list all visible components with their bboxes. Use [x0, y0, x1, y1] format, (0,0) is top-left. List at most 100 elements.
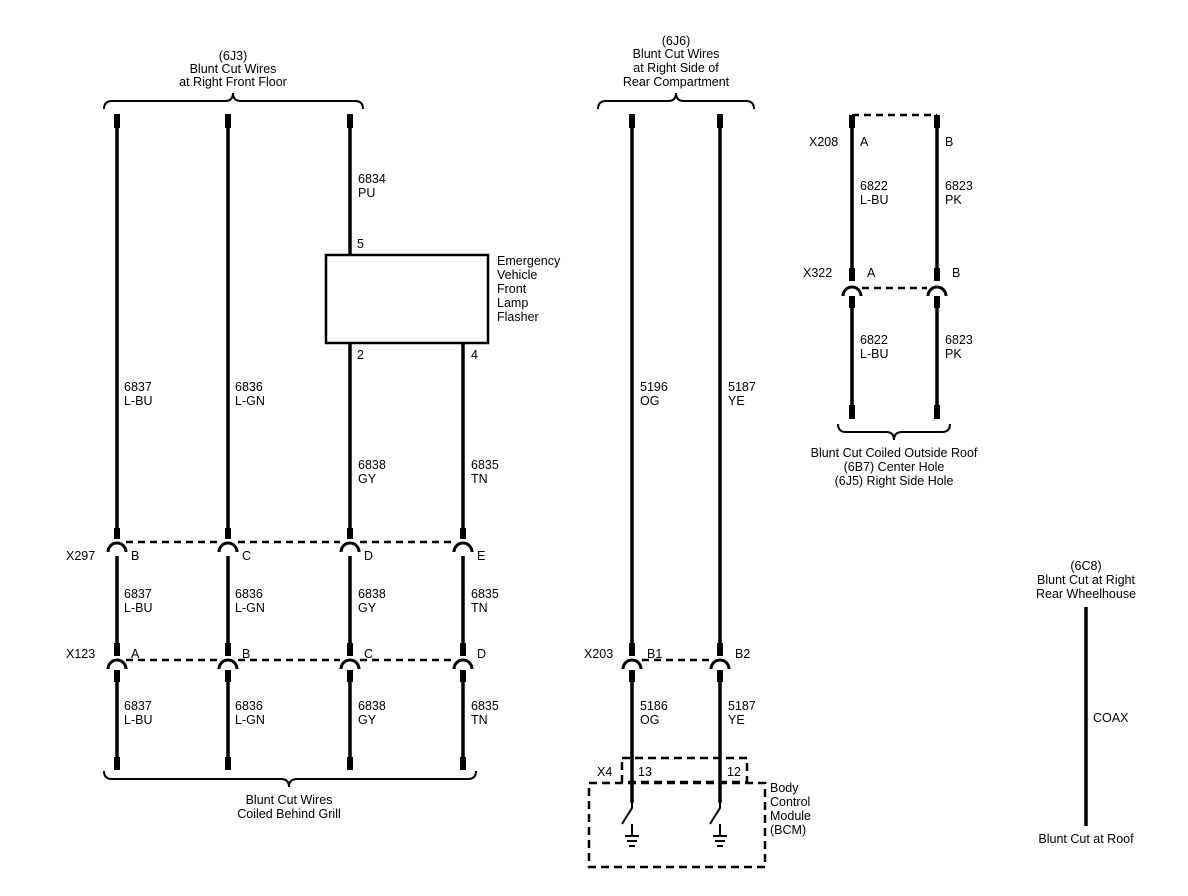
middle-wire-2-color: L-GN [235, 601, 265, 615]
x297-pin-c-arc [217, 541, 239, 553]
x208-pin-a: A [860, 135, 869, 149]
bottom-brace [103, 770, 477, 788]
x208-name: X208 [809, 135, 838, 149]
coax-top-label-line1: (6C8) [1070, 559, 1101, 573]
flasher-pin-5: 5 [357, 237, 364, 251]
connector-x123: X123 A B C D [66, 647, 486, 670]
lower-wire-2-circuit: 6836 [235, 699, 263, 713]
flasher-name-line3: Front [497, 282, 527, 296]
right-bottom-label-line1: Blunt Cut Coiled Outside Roof [811, 446, 978, 460]
middle-section: (6J6) Blunt Cut Wires at Right Side of R… [584, 34, 811, 869]
x123-pin-d-arc [452, 658, 474, 670]
x297-pin-d-arc [339, 541, 361, 553]
x123-pin-b-arc [217, 658, 239, 670]
lower-wire-4-color: TN [471, 713, 488, 727]
flasher-name-line5: Flasher [497, 310, 539, 324]
x322-pin-b-arc [926, 285, 948, 297]
flasher-name-line2: Vehicle [497, 268, 537, 282]
upper-wire-3-circuit: 6838 [358, 458, 386, 472]
x123-pin-b: B [242, 647, 250, 661]
x4-name: X4 [597, 765, 612, 779]
x203-pin-b1: B1 [647, 647, 662, 661]
middle-lower-wire-2-circuit: 5187 [728, 699, 756, 713]
left-top-label-line2: Blunt Cut Wires [190, 62, 277, 76]
middle-upper-wire-1-color: OG [640, 394, 659, 408]
upper-wire-2-color: L-GN [235, 394, 265, 408]
coax-bottom-label: Blunt Cut at Roof [1038, 832, 1134, 846]
bcm-label-line3: Module [770, 809, 811, 823]
coax-wire-label: COAX [1093, 711, 1129, 725]
upper-wire-3-color: GY [358, 472, 377, 486]
upper-wire-4-circuit: 6835 [471, 458, 499, 472]
middle-wire-3-color: GY [358, 601, 377, 615]
upper-wire-4-color: TN [471, 472, 488, 486]
x123-pin-d: D [477, 647, 486, 661]
x123-pin-a: A [131, 647, 140, 661]
right-lower-wire-1-circuit: 6822 [860, 333, 888, 347]
x297-pin-c: C [242, 549, 251, 563]
middle-top-label-line3: at Right Side of [633, 61, 719, 75]
right-upper-wire-1-circuit: 6822 [860, 179, 888, 193]
x208-pin-b: B [945, 135, 953, 149]
x322-name: X322 [803, 266, 832, 280]
connector-x322: X322 A B [803, 266, 960, 297]
upper-wire-1-circuit: 6837 [124, 380, 152, 394]
x203-name: X203 [584, 647, 613, 661]
right-bottom-brace [837, 423, 951, 441]
flasher-pin-2: 2 [357, 348, 364, 362]
right-upper-wire-1-color: L-BU [860, 193, 888, 207]
left-bottom-label-line2: Coiled Behind Grill [237, 807, 341, 821]
upper-wire-1-color: L-BU [124, 394, 152, 408]
lower-wire-3-color: GY [358, 713, 377, 727]
middle-upper-wire-2-circuit: 5187 [728, 380, 756, 394]
bcm-label-line4: (BCM) [770, 823, 806, 837]
x297-pin-e-arc [452, 541, 474, 553]
lower-wire-4-circuit: 6835 [471, 699, 499, 713]
x123-pin-c-arc [339, 658, 361, 670]
x123-pin-a-arc [106, 658, 128, 670]
x322-pin-a: A [867, 266, 876, 280]
middle-lower-wire-1-color: OG [640, 713, 659, 727]
flasher-wire-circuit: 6834 [358, 172, 386, 186]
right-lower-wire-1-color: L-BU [860, 347, 888, 361]
middle-top-brace [597, 92, 755, 110]
middle-wire-1-color: L-BU [124, 601, 152, 615]
right-bottom-label-line3: (6J5) Right Side Hole [835, 474, 954, 488]
middle-wire-4-circuit: 6835 [471, 587, 499, 601]
middle-top-label-line1: (6J6) [662, 34, 690, 48]
coax-top-label-line2: Blunt Cut at Right [1037, 573, 1135, 587]
middle-wire-1-circuit: 6837 [124, 587, 152, 601]
middle-wire-2-circuit: 6836 [235, 587, 263, 601]
bcm-switch-12 [709, 803, 721, 836]
x297-name: X297 [66, 549, 95, 563]
coax-section: (6C8) Blunt Cut at Right Rear Wheelhouse… [1036, 559, 1136, 846]
right-upper-wire-2-color: PK [945, 193, 962, 207]
middle-upper-wire-2-color: YE [728, 394, 745, 408]
right-top-section: X208 A B 6822 L-BU 6823 PK X322 A B 6822… [803, 113, 978, 488]
flasher-wire-color: PU [358, 186, 375, 200]
middle-upper-wire-1-circuit: 5196 [640, 380, 668, 394]
bcm-switch-13 [621, 803, 633, 836]
lower-wire-1-color: L-BU [124, 713, 152, 727]
connector-x203: X203 B1 B2 [584, 647, 750, 670]
x203-pin-b2: B2 [735, 647, 750, 661]
x203-pin-b2-arc [709, 658, 731, 670]
connector-x297: X297 B C D E [66, 540, 485, 563]
middle-top-label-line2: Blunt Cut Wires [633, 47, 720, 61]
x322-pin-b: B [952, 266, 960, 280]
right-lower-wire-2-circuit: 6823 [945, 333, 973, 347]
flasher-name-line4: Lamp [497, 296, 528, 310]
x297-pin-d: D [364, 549, 373, 563]
top-brace [103, 92, 364, 110]
ground-icon [713, 835, 727, 847]
middle-top-label-line4: Rear Compartment [623, 75, 730, 89]
middle-wire-3-circuit: 6838 [358, 587, 386, 601]
ground-icon [625, 835, 639, 847]
x322-pin-a-arc [841, 285, 863, 297]
middle-lower-wire-2-color: YE [728, 713, 745, 727]
lower-wire-2-color: L-GN [235, 713, 265, 727]
middle-wire-4-color: TN [471, 601, 488, 615]
lower-wire-3-circuit: 6838 [358, 699, 386, 713]
left-bottom-label-line1: Blunt Cut Wires [246, 793, 333, 807]
